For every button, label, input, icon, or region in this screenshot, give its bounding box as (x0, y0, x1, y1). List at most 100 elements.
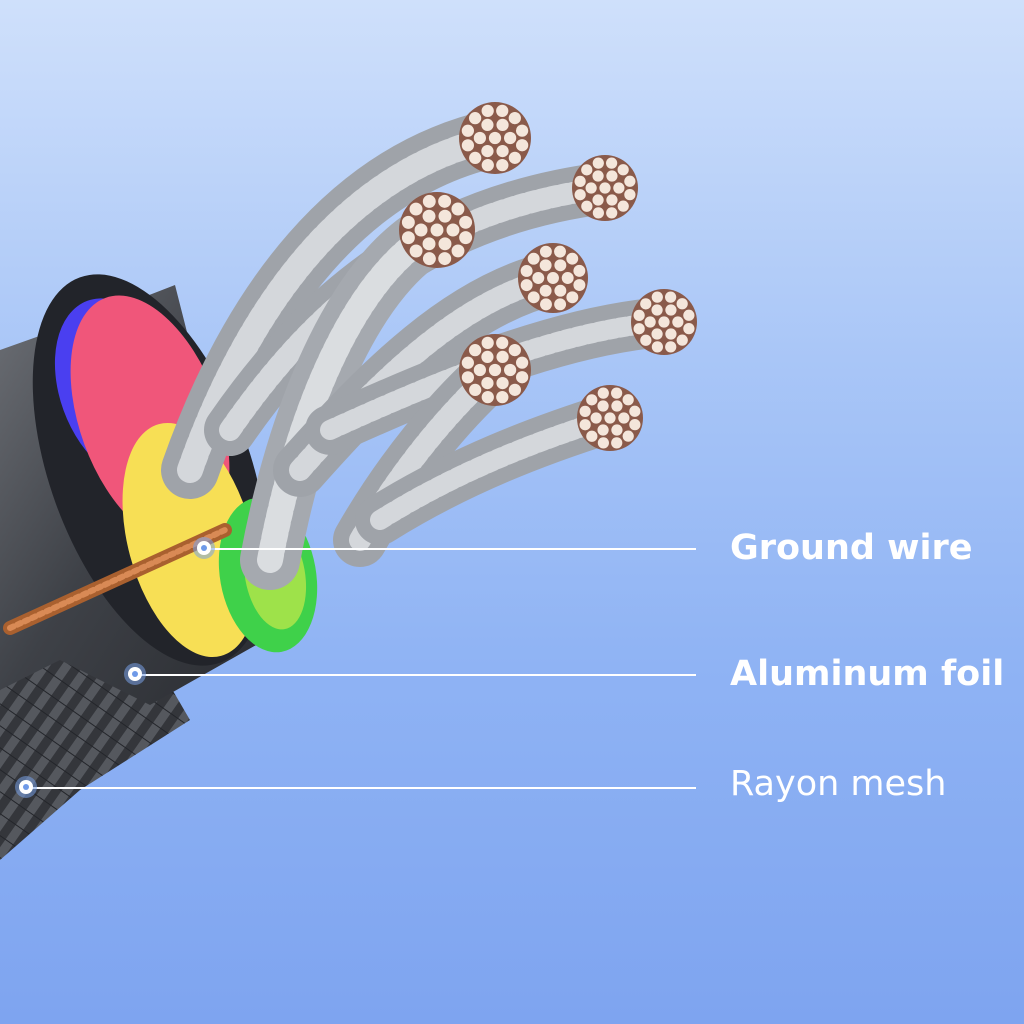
strand-filament (651, 341, 663, 353)
strand-filament (459, 231, 473, 245)
strand-filament (451, 244, 465, 258)
strand-filament (516, 139, 529, 152)
strand-filament (508, 111, 521, 125)
strand-filament (554, 259, 567, 272)
strand-filament (488, 131, 502, 145)
strand-filament (592, 194, 604, 206)
strand-filament (520, 265, 533, 277)
strand-filament (481, 336, 494, 350)
strand-filament (611, 424, 623, 436)
strand-filament (508, 151, 522, 164)
strand-filament (461, 371, 475, 384)
strand-filament (451, 202, 465, 216)
strand-filament (488, 363, 502, 377)
strand-filament (409, 202, 423, 216)
strand-filament (504, 363, 517, 377)
aluminum-foil-leader-line (135, 674, 696, 676)
strand-filament (599, 182, 611, 194)
strand-filament (459, 215, 473, 229)
strand-filament (481, 104, 494, 118)
strand-filament (496, 158, 509, 172)
strand-filament (566, 291, 579, 304)
strand-filament (438, 209, 452, 223)
strand-filament (540, 298, 552, 311)
strand-filament (438, 194, 452, 208)
strand-filament (658, 316, 670, 328)
strand-filament (633, 309, 645, 321)
strand-filament (629, 419, 641, 431)
strand-filament (617, 164, 629, 176)
strand-filament (461, 356, 474, 369)
strand-filament (422, 252, 436, 266)
strand-filament (547, 272, 559, 284)
strand-filament (606, 157, 618, 169)
rayon-mesh-leader-line (26, 787, 696, 789)
ground-wire-label: Ground wire (730, 528, 973, 568)
strand-filament (606, 170, 618, 182)
strand-filament (606, 194, 618, 206)
strand-end-caps (399, 102, 697, 451)
strand-filament (579, 405, 591, 417)
strand-filament (644, 316, 656, 328)
strand-filament (561, 272, 574, 284)
strand-filament (481, 376, 494, 390)
strand-filament (414, 223, 428, 237)
strand-filament (676, 334, 688, 346)
strand-filament (574, 189, 586, 201)
strand-filament (554, 298, 567, 311)
strand-filament (586, 394, 598, 406)
strand-filament (508, 343, 521, 357)
strand-filament (532, 272, 545, 284)
strand-filament (581, 200, 593, 212)
strand-filament (481, 159, 494, 172)
aluminum-foil-label: Aluminum foil (730, 654, 1005, 694)
strand-filament (622, 430, 634, 442)
strand-filament (676, 298, 688, 310)
strand-filament (527, 291, 540, 304)
strand-filament (665, 304, 677, 316)
strand-filament (611, 437, 623, 449)
strand-filament (515, 356, 529, 369)
ground-wire-marker (197, 541, 211, 555)
strand-filament (496, 376, 509, 390)
strand-filament (618, 412, 630, 424)
strand-filament (613, 182, 625, 194)
strand-filament (496, 104, 509, 117)
ground-wire-leader-line (204, 548, 696, 550)
strand-filament (481, 144, 494, 158)
strand-filament (496, 144, 509, 158)
strand-filament (481, 391, 494, 404)
strand-filament (516, 371, 529, 384)
strand-filament (527, 252, 540, 265)
strand-filament (585, 182, 597, 194)
strand-filament (554, 284, 567, 297)
strand-filament (422, 194, 436, 208)
strand-filament (496, 390, 509, 404)
strand-filament (496, 118, 509, 132)
strand-filament (539, 245, 552, 258)
rayon-mesh-marker (19, 780, 33, 794)
strand-filament (590, 412, 602, 424)
strand-filament (469, 383, 482, 397)
strand-filament (683, 309, 695, 321)
strand-filament (624, 175, 636, 187)
strand-filament (640, 298, 652, 310)
strand-filament (581, 164, 593, 176)
strand-filament (633, 323, 645, 335)
strand-filament (508, 383, 522, 396)
strand-filament (651, 291, 663, 303)
strand-filament (473, 363, 486, 377)
strand-filament (592, 170, 604, 182)
strand-filament (611, 400, 623, 412)
strand-filament (409, 244, 423, 258)
strand-filament (579, 419, 591, 431)
strand-filament (446, 223, 460, 237)
strand-filament (611, 387, 623, 399)
strand-filament (504, 131, 517, 145)
copper-ground-wire (3, 523, 232, 635)
strand-filament (481, 118, 494, 132)
strand-filament (640, 334, 652, 346)
strand-filament (430, 223, 444, 237)
rayon-mesh-label: Rayon mesh (730, 764, 947, 804)
